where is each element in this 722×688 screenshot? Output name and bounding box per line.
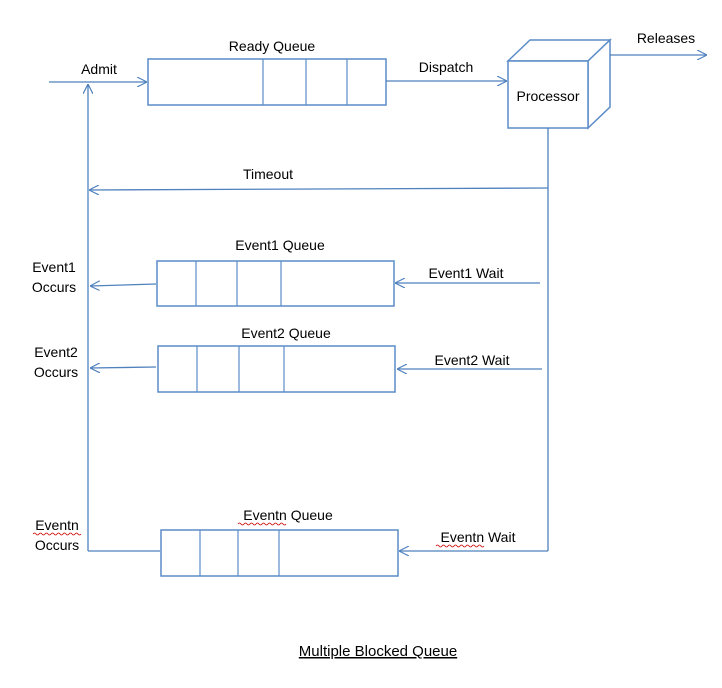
eventn-wait-spellcheck [435,544,485,548]
eventn-queue-spellcheck [237,522,287,526]
event1-occurs-arrow [90,284,157,286]
event1-occurs-line1: Event1 [32,259,76,275]
event2-queue-label: Event2 Queue [241,325,331,341]
dispatch-label: Dispatch [419,59,473,75]
event2-occurs-line1: Event2 [34,344,78,360]
ready-queue-label: Ready Queue [229,38,316,54]
processor-label: Processor [516,88,579,104]
releases-label: Releases [637,30,695,46]
event2-occurs-line2: Occurs [34,364,78,380]
event1-occurs-line2: Occurs [32,279,76,295]
event2-wait-label: Event2 Wait [435,352,510,368]
timeout-arrow [89,188,549,190]
eventn-occurs-spellcheck [32,532,82,536]
event2-queue [157,345,396,393]
admit-label: Admit [81,61,117,77]
eventn-queue-label: Eventn Queue [243,507,333,523]
processor-cube [506,38,612,130]
event1-queue-label: Event1 Queue [235,237,325,253]
timeout-label: Timeout [243,166,293,182]
eventn-queue [160,529,399,577]
event2-occurs-arrow [90,367,157,368]
event1-queue [156,260,395,307]
eventn-occurs-line1: Eventn [35,517,79,533]
ready-queue [147,58,387,106]
eventn-occurs-line2: Occurs [35,537,79,553]
diagram-caption: Multiple Blocked Queue [299,643,457,660]
eventn-wait-label: Eventn Wait [441,529,516,545]
event1-wait-label: Event1 Wait [429,265,504,281]
